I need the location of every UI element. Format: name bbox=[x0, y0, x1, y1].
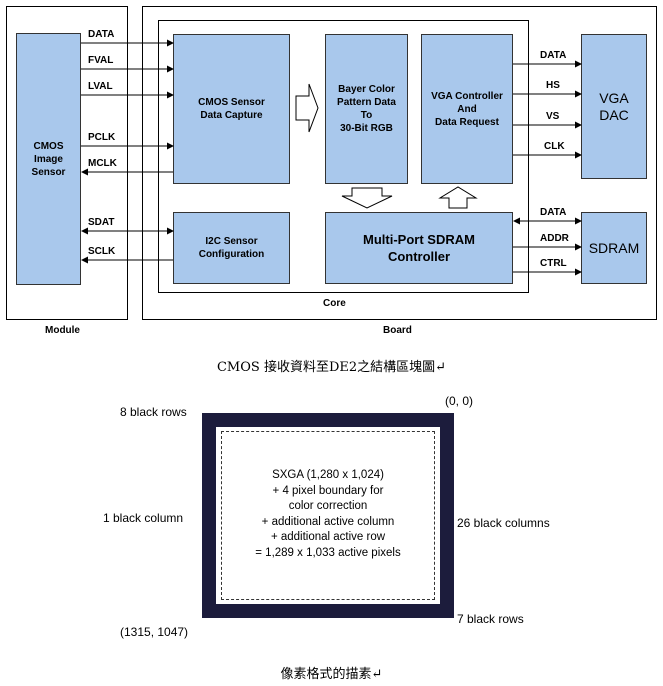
bayer-conversion-block: Bayer Color Pattern Data To 30-Bit RGB bbox=[325, 34, 408, 184]
board-frame bbox=[142, 6, 657, 320]
left-black-column-label: 1 black column bbox=[103, 511, 184, 525]
capture-to-bayer-arrow bbox=[295, 83, 319, 133]
vga-dac-block: VGA DAC bbox=[581, 34, 647, 179]
pixel-format-caption: 像素格式的描素↵ bbox=[280, 667, 383, 682]
bottom-black-rows-label: 7 black rows bbox=[457, 612, 524, 626]
signal-sdram-data: DATA bbox=[540, 207, 567, 218]
signal-mclk: MCLK bbox=[88, 158, 117, 169]
sdram-to-vga-arrow bbox=[438, 186, 478, 209]
right-black-columns-label: 26 black columns bbox=[457, 516, 550, 530]
active-pixels-boundary bbox=[221, 431, 435, 600]
active-region bbox=[216, 427, 440, 604]
signal-clk: CLK bbox=[544, 141, 565, 152]
cmos-image-sensor-block: CMOS Image Sensor bbox=[16, 33, 81, 285]
vga-controller-block: VGA Controller And Data Request bbox=[421, 34, 513, 184]
sdram-controller-block: Multi-Port SDRAM Controller bbox=[325, 212, 513, 284]
signal-data: DATA bbox=[88, 29, 115, 40]
signal-hs: HS bbox=[546, 80, 560, 91]
block-diagram-caption: CMOS 接收資料至DE2之結構區塊圖↵ bbox=[216, 360, 447, 375]
active-pixels-description: SXGA (1,280 x 1,024) + 4 pixel boundary … bbox=[255, 469, 401, 559]
signal-fval: FVAL bbox=[88, 55, 114, 66]
module-label: Module bbox=[45, 325, 80, 336]
signal-pclk: PCLK bbox=[88, 132, 116, 143]
sdram-block: SDRAM bbox=[581, 212, 647, 284]
signal-sdat: SDAT bbox=[88, 217, 115, 228]
signal-vga-data: DATA bbox=[540, 50, 567, 61]
signal-vs: VS bbox=[546, 111, 560, 122]
signal-sclk: SCLK bbox=[88, 246, 116, 257]
signal-addr: ADDR bbox=[540, 233, 569, 244]
bayer-to-sdram-arrow bbox=[341, 187, 393, 209]
data-capture-block: CMOS Sensor Data Capture bbox=[173, 34, 290, 184]
origin-coordinate: (0, 0) bbox=[445, 394, 474, 408]
i2c-config-block: I2C Sensor Configuration bbox=[173, 212, 290, 284]
top-black-rows-label: 8 black rows bbox=[120, 405, 187, 419]
board-label: Board bbox=[383, 325, 412, 336]
signal-ctrl: CTRL bbox=[540, 258, 567, 269]
signal-lval: LVAL bbox=[88, 81, 113, 92]
module-frame bbox=[6, 6, 128, 320]
end-coordinate: (1315, 1047) bbox=[120, 625, 189, 639]
core-frame bbox=[158, 20, 529, 293]
core-label: Core bbox=[323, 298, 346, 309]
